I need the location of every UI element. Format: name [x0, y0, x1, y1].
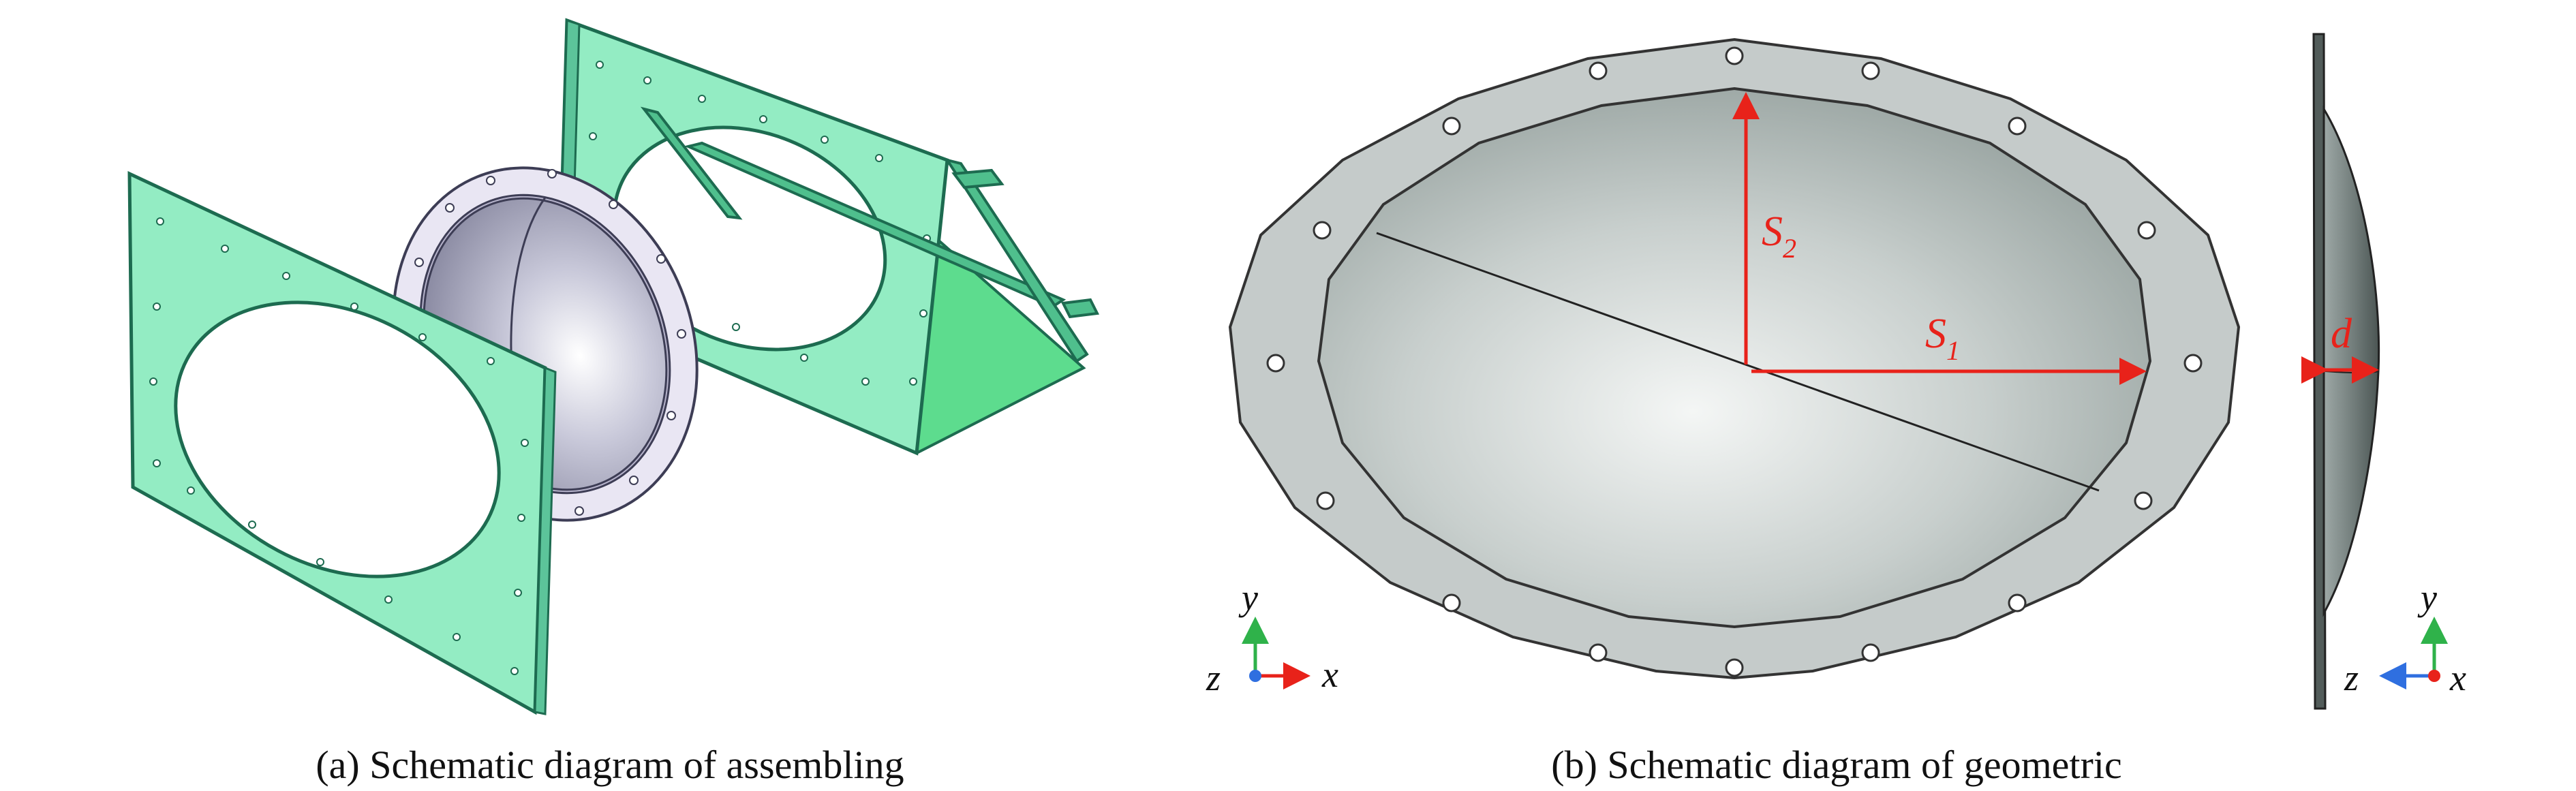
front-plate-inner	[1317, 87, 2152, 629]
s1-label: S1	[1925, 311, 1960, 366]
plate-seam-line	[1376, 232, 2100, 492]
front-axis-x-label: x	[1321, 654, 1338, 695]
s2-label: S2	[1762, 208, 1796, 264]
back-braces	[640, 106, 1100, 363]
side-axis-x-label: x	[2449, 657, 2466, 698]
flange-bolt-holes	[1266, 46, 2203, 677]
front-frame	[127, 171, 557, 715]
side-axis-z-label: z	[2344, 657, 2359, 698]
front-frame-opening	[174, 300, 501, 578]
panel-a-assembly: (a) Schematic diagram of assembling	[127, 18, 1100, 787]
side-axes-triad: y z x	[2344, 577, 2466, 698]
panel-b-geometry: S2 S1 d y x z y z x	[1206, 33, 2466, 787]
front-axes-triad: y x z	[1206, 577, 1338, 698]
panel-b-caption: (b) Schematic diagram of geometric	[1551, 743, 2121, 787]
d-label: d	[2331, 311, 2352, 357]
front-axis-y-label: y	[1238, 577, 1258, 618]
panel-a-caption: (a) Schematic diagram of assembling	[316, 743, 904, 787]
front-axis-z-label: z	[1206, 657, 1221, 698]
side-axis-y-label: y	[2417, 577, 2437, 618]
